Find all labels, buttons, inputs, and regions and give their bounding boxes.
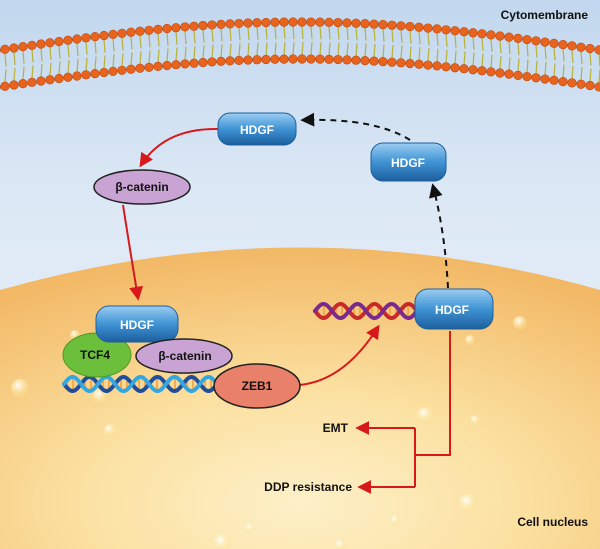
arrow-hdgf-to-beta-catenin	[139, 127, 219, 168]
zeb1-node: ZEB1	[213, 363, 301, 409]
cytomembrane-label: Cytomembrane	[501, 8, 589, 22]
cell-membrane-bilayer	[0, 17, 600, 92]
beta-catenin-complex-label: β-catenin	[158, 349, 211, 363]
tcf4-label: TCF4	[80, 348, 110, 362]
hdgf-complex-label: HDGF	[120, 318, 154, 332]
hdgf-nucleus-node: HDGF	[414, 288, 494, 330]
cell-nucleus-label: Cell nucleus	[517, 515, 588, 529]
hdgf-mid-label: HDGF	[391, 156, 425, 170]
nucleus-bubbles	[11, 316, 527, 549]
hdgf-top-label: HDGF	[240, 123, 274, 137]
arrow-beta-catenin-to-nucleus	[122, 204, 144, 301]
arrow-hdgf-branch	[415, 331, 451, 456]
arrow-hdgf-secretion	[300, 112, 411, 141]
arrows	[122, 112, 451, 494]
dna-helix-right	[313, 302, 420, 320]
zeb1-label: ZEB1	[242, 379, 273, 393]
arrow-zeb1-to-hdgf-gene	[299, 324, 380, 386]
arrow-hdgf-export	[429, 183, 449, 289]
hdgf-node-top: HDGF	[217, 112, 297, 146]
cell-nucleus-region	[0, 247, 600, 549]
beta-catenin-complex-node: β-catenin	[135, 338, 233, 374]
beta-catenin-node-top: β-catenin	[93, 169, 191, 205]
hdgf-node-mid: HDGF	[370, 142, 447, 182]
hdgf-nucleus-label: HDGF	[435, 303, 469, 317]
ddp-resistance-label: DDP resistance	[264, 480, 352, 494]
hdgf-complex-node: HDGF	[95, 305, 179, 343]
beta-catenin-top-label: β-catenin	[115, 180, 168, 194]
emt-label: EMT	[323, 421, 349, 435]
dna-helix-left	[62, 375, 240, 393]
